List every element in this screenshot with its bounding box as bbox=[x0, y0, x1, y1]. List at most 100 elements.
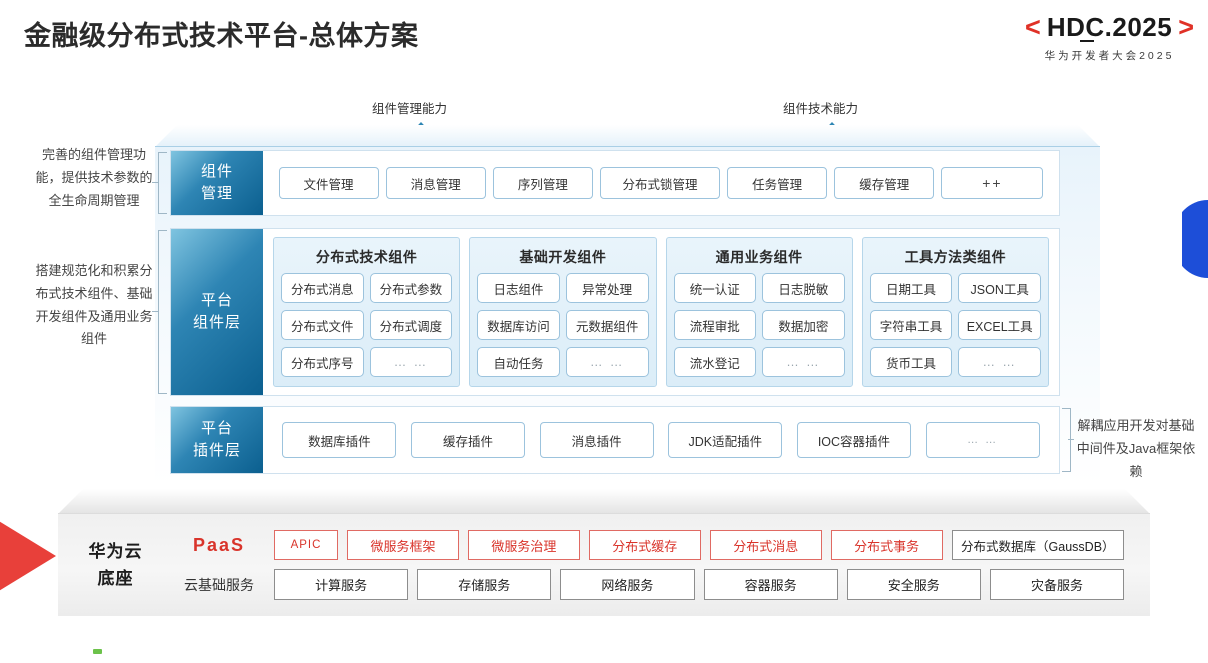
chip-distributed-file[interactable]: 分布式文件 bbox=[281, 310, 364, 340]
chip-date-tool[interactable]: 日期工具 bbox=[869, 273, 953, 303]
chip-string-tool[interactable]: 字符串工具 bbox=[869, 310, 953, 340]
chip-sequence-management[interactable]: 序列管理 bbox=[492, 167, 593, 199]
note-right: 解耦应用开发对基础中间件及Java框架依赖 bbox=[1076, 418, 1196, 479]
group-grid-tool-methods: 日期工具 JSON工具 字符串工具 EXCEL工具 货币工具 … … bbox=[869, 273, 1041, 380]
chip-more-plus[interactable]: ++ bbox=[941, 167, 1044, 199]
chip-auto-task[interactable]: 自动任务 bbox=[477, 347, 560, 377]
hdc-logo-text: HDC.2025 bbox=[1046, 12, 1173, 42]
bracket-tick-left-top bbox=[152, 182, 158, 183]
svc-disaster-recovery[interactable]: 灾备服务 bbox=[989, 569, 1125, 600]
chip-distributed-sequence[interactable]: 分布式序号 bbox=[281, 347, 364, 377]
cloud-base-rows: PaaS APIC 微服务框架 微服务治理 分布式缓存 分布式消息 分布式事务 … bbox=[173, 530, 1150, 600]
platform-slab-top bbox=[155, 125, 1100, 147]
chip-transaction-register[interactable]: 流水登记 bbox=[673, 347, 757, 377]
pill-microservice-governance[interactable]: 微服务治理 bbox=[467, 530, 580, 560]
hdc-logo: < HDC.2025 > 华为开发者大会2025 bbox=[1025, 12, 1194, 63]
group-title-common-business: 通用业务组件 bbox=[715, 249, 803, 265]
layer-body-platform-components: 分布式技术组件 分布式消息 分布式参数 分布式文件 分布式调度 分布式序号 … … bbox=[263, 229, 1059, 395]
red-wedge-decoration bbox=[0, 496, 56, 616]
layer-body-platform-plugins: 数据库插件 缓存插件 消息插件 JDK适配插件 IOC容器插件 … … bbox=[263, 407, 1059, 473]
chip-log-masking[interactable]: 日志脱敏 bbox=[762, 273, 845, 303]
chip-log-component[interactable]: 日志组件 bbox=[477, 273, 560, 303]
svc-storage[interactable]: 存储服务 bbox=[417, 569, 552, 600]
cloud-base-title: 华为云 底座 bbox=[58, 538, 173, 592]
pill-apic[interactable]: APIC bbox=[274, 530, 338, 560]
cloud-base-body: 华为云 底座 PaaS APIC 微服务框架 微服务治理 分布式缓存 分布式消息… bbox=[58, 513, 1150, 616]
chip-jdk-adapter-plugin[interactable]: JDK适配插件 bbox=[668, 422, 783, 458]
chip-database-access[interactable]: 数据库访问 bbox=[477, 310, 560, 340]
chip-cache-management[interactable]: 缓存管理 bbox=[834, 167, 935, 199]
group-title-distributed-tech: 分布式技术组件 bbox=[315, 249, 418, 265]
note-left-top: 完善的组件管理功能，提供技术参数的全生命周期管理 bbox=[35, 147, 153, 208]
layer-label-line2: 组件层 bbox=[192, 314, 241, 331]
chip-distributed-parameter[interactable]: 分布式参数 bbox=[369, 273, 453, 303]
cloud-basic-services-row: 云基础服务 计算服务 存储服务 网络服务 容器服务 安全服务 灾备服务 bbox=[173, 569, 1125, 600]
pill-distributed-transaction[interactable]: 分布式事务 bbox=[830, 530, 943, 560]
green-dot-decoration bbox=[93, 649, 102, 654]
group-basic-development: 基础开发组件 日志组件 异常处理 数据库访问 元数据组件 自动任务 … … bbox=[469, 237, 657, 387]
group-grid-common-business: 统一认证 日志脱敏 流程审批 数据加密 流水登记 … … bbox=[673, 273, 845, 380]
layer-platform-plugins: 平台 插件层 数据库插件 缓存插件 消息插件 JDK适配插件 IOC容器插件 …… bbox=[170, 406, 1060, 474]
chip-more-dots[interactable]: … … bbox=[762, 347, 845, 377]
chip-process-approval[interactable]: 流程审批 bbox=[673, 310, 757, 340]
pill-distributed-cache[interactable]: 分布式缓存 bbox=[588, 530, 701, 560]
chip-exception-handling[interactable]: 异常处理 bbox=[565, 273, 649, 303]
group-common-business: 通用业务组件 统一认证 日志脱敏 流程审批 数据加密 流水登记 … … bbox=[665, 237, 853, 387]
bracket-right bbox=[1062, 408, 1071, 472]
cloud-base-top bbox=[58, 489, 1150, 514]
svc-compute[interactable]: 计算服务 bbox=[274, 569, 409, 600]
chip-more-dots[interactable]: … … bbox=[369, 347, 453, 377]
layer-component-management: 组件 管理 文件管理 消息管理 序列管理 分布式锁管理 任务管理 缓存管理 ++ bbox=[170, 150, 1060, 216]
layer-label-line2: 管理 bbox=[200, 185, 233, 202]
chip-currency-tool[interactable]: 货币工具 bbox=[869, 347, 953, 377]
group-distributed-tech: 分布式技术组件 分布式消息 分布式参数 分布式文件 分布式调度 分布式序号 … … bbox=[273, 237, 461, 387]
cloud-base-title-line1: 华为云 bbox=[88, 541, 143, 561]
layer-label-line1: 平台 bbox=[200, 420, 233, 438]
blue-lens-decoration bbox=[1182, 200, 1208, 278]
chip-more-dots[interactable]: … … bbox=[958, 347, 1041, 377]
group-grid-basic-development: 日志组件 异常处理 数据库访问 元数据组件 自动任务 … … bbox=[477, 273, 649, 380]
left-angle-bracket-icon: < bbox=[1025, 12, 1041, 42]
layer-label-platform-plugins: 平台 插件层 bbox=[171, 407, 263, 473]
chip-message-plugin[interactable]: 消息插件 bbox=[539, 422, 654, 458]
note-left-bottom: 搭建规范化和积累分布式技术组件、基础开发组件及通用业务组件 bbox=[35, 263, 153, 347]
chip-metadata-component[interactable]: 元数据组件 bbox=[565, 310, 649, 340]
chip-task-management[interactable]: 任务管理 bbox=[727, 167, 828, 199]
chip-more-dots[interactable]: … … bbox=[925, 422, 1040, 458]
chip-distributed-schedule[interactable]: 分布式调度 bbox=[369, 310, 453, 340]
group-grid-distributed-tech: 分布式消息 分布式参数 分布式文件 分布式调度 分布式序号 … … bbox=[281, 273, 453, 380]
chip-database-plugin[interactable]: 数据库插件 bbox=[282, 422, 397, 458]
pill-microservice-framework[interactable]: 微服务框架 bbox=[347, 530, 459, 560]
chip-file-management[interactable]: 文件管理 bbox=[278, 167, 379, 199]
arrow-label-technology: 组件技术能力 bbox=[783, 102, 859, 116]
hdc-logo-subtitle: 华为开发者大会2025 bbox=[1044, 50, 1175, 62]
svc-network[interactable]: 网络服务 bbox=[560, 569, 695, 600]
paas-label: PaaS bbox=[192, 534, 246, 555]
chip-cache-plugin[interactable]: 缓存插件 bbox=[410, 422, 525, 458]
layer-label-line2: 插件层 bbox=[192, 442, 241, 459]
paas-row: PaaS APIC 微服务框架 微服务治理 分布式缓存 分布式消息 分布式事务 … bbox=[173, 530, 1124, 560]
bracket-tick-left-bottom bbox=[152, 311, 158, 312]
right-angle-bracket-icon: > bbox=[1178, 12, 1194, 42]
arrow-label-management: 组件管理能力 bbox=[372, 102, 448, 116]
chip-distributed-message[interactable]: 分布式消息 bbox=[281, 273, 364, 303]
layer-label-platform-components: 平台 组件层 bbox=[171, 229, 263, 395]
pill-distributed-message[interactable]: 分布式消息 bbox=[709, 530, 822, 560]
chip-data-encryption[interactable]: 数据加密 bbox=[762, 310, 845, 340]
group-title-tool-methods: 工具方法类组件 bbox=[904, 249, 1007, 265]
chip-ioc-container-plugin[interactable]: IOC容器插件 bbox=[796, 422, 911, 458]
pill-distributed-database-gaussdb[interactable]: 分布式数据库（GaussDB） bbox=[951, 530, 1124, 560]
svc-container[interactable]: 容器服务 bbox=[703, 569, 838, 600]
group-title-basic-development: 基础开发组件 bbox=[519, 249, 607, 265]
bracket-left-top bbox=[158, 152, 167, 214]
layer-label-line1: 组件 bbox=[200, 163, 233, 181]
chip-excel-tool[interactable]: EXCEL工具 bbox=[958, 310, 1041, 340]
svc-security[interactable]: 安全服务 bbox=[846, 569, 981, 600]
chip-json-tool[interactable]: JSON工具 bbox=[958, 273, 1041, 303]
chip-distributed-lock-management[interactable]: 分布式锁管理 bbox=[599, 167, 720, 199]
bracket-tick-right bbox=[1068, 439, 1074, 440]
chip-unified-auth[interactable]: 统一认证 bbox=[673, 273, 757, 303]
chip-message-management[interactable]: 消息管理 bbox=[385, 167, 486, 199]
chip-more-dots[interactable]: … … bbox=[565, 347, 649, 377]
